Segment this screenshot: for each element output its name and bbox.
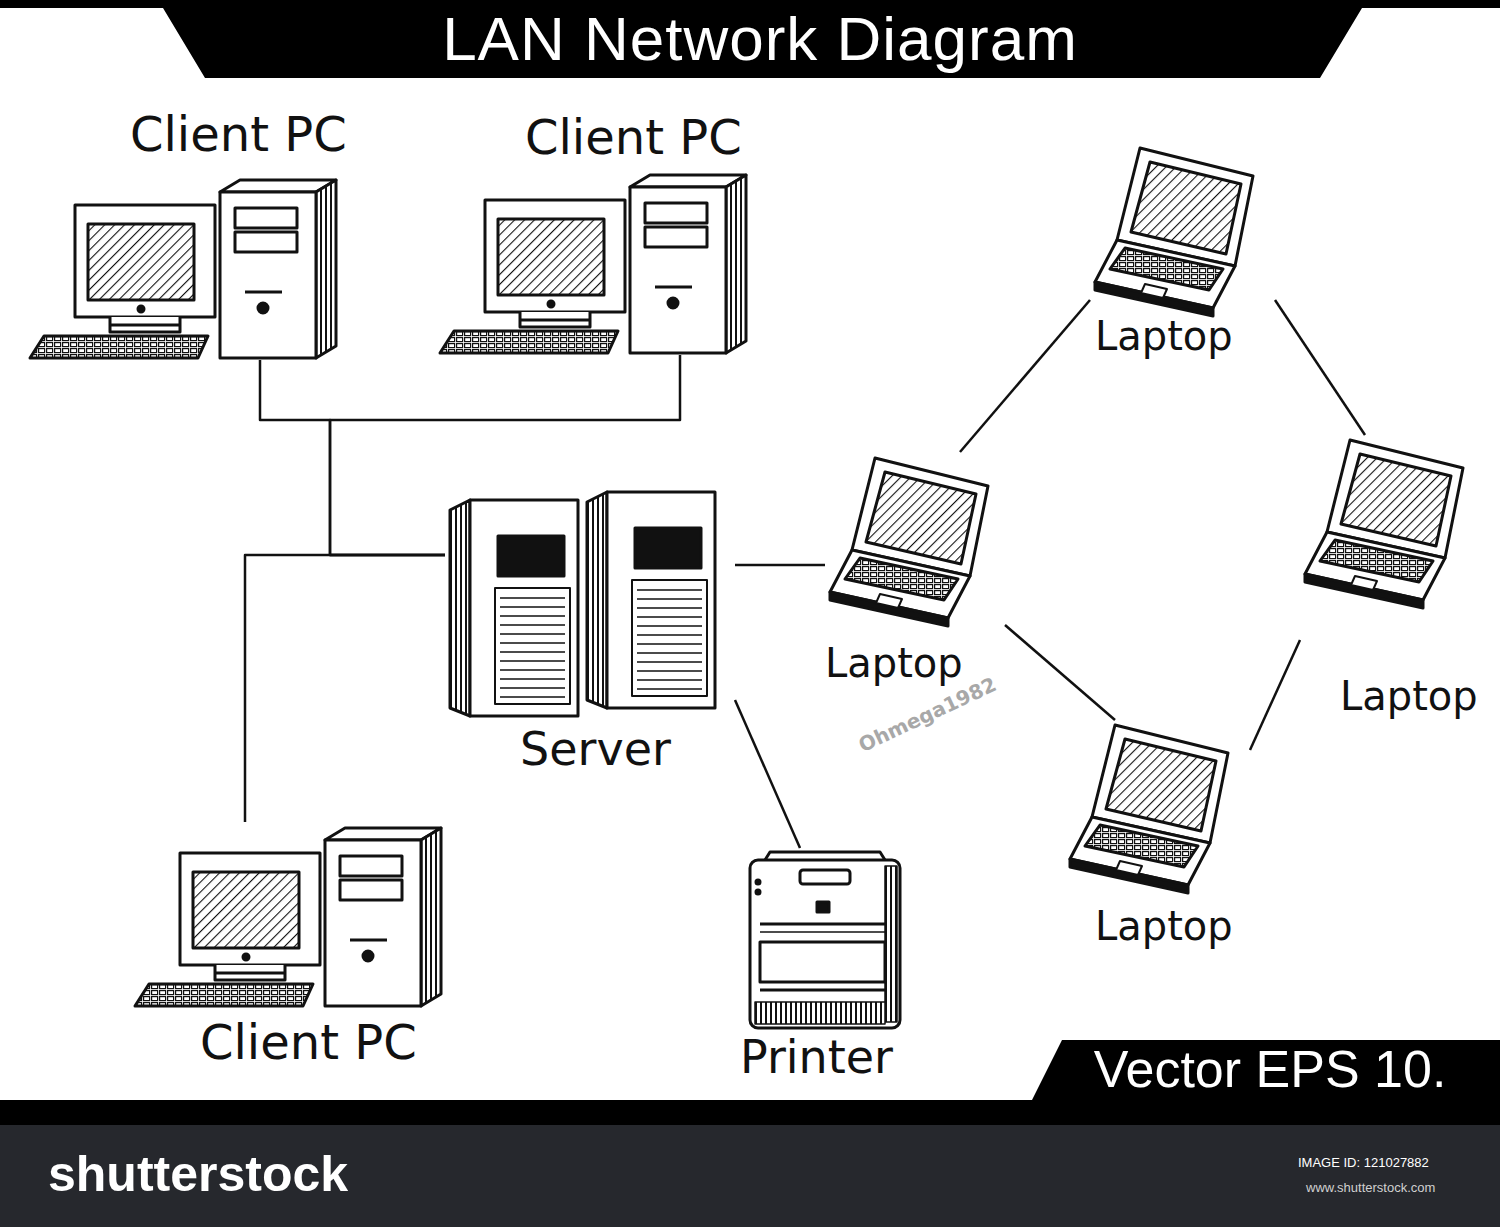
client-pc-node: Client PC bbox=[30, 105, 390, 360]
format-banner bbox=[1032, 1040, 1500, 1100]
laptop-icon bbox=[1070, 725, 1228, 893]
device-label: Laptop bbox=[1340, 673, 1478, 719]
network-cable bbox=[735, 564, 825, 567]
laptop-node: Laptop bbox=[1065, 720, 1250, 953]
title-banner bbox=[0, 0, 1500, 78]
bottom-band bbox=[0, 1100, 1500, 1125]
server-node: Server bbox=[445, 485, 735, 785]
laptop-icon bbox=[830, 458, 988, 626]
image-id-slot: IMAGE ID: 121027882 bbox=[1298, 1156, 1488, 1176]
title-slot: LAN Network Diagram bbox=[205, 0, 1315, 78]
image-id: IMAGE ID: 121027882 bbox=[1298, 1156, 1429, 1171]
desktop-pc-icon bbox=[135, 828, 441, 1006]
network-cable bbox=[245, 555, 445, 822]
network-cable bbox=[960, 300, 1090, 452]
network-cable bbox=[330, 355, 680, 555]
network-cable bbox=[735, 700, 800, 848]
client-pc-node: Client PC bbox=[440, 108, 785, 355]
device-label: Laptop bbox=[1095, 903, 1233, 949]
laptop-icon bbox=[1305, 440, 1463, 608]
brand-logo-slot: shutterstock bbox=[48, 1146, 468, 1212]
format-note-slot: Vector EPS 10. bbox=[1040, 1040, 1500, 1100]
device-label: Laptop bbox=[1095, 313, 1233, 359]
desktop-pc-icon bbox=[440, 175, 746, 353]
network-cable bbox=[1250, 640, 1300, 750]
network-cable bbox=[1005, 625, 1115, 720]
watermark-slot: Ohmega1982 bbox=[860, 735, 1020, 775]
device-label: Client PC bbox=[525, 110, 742, 165]
server-tower-icon bbox=[587, 492, 715, 708]
stock-bar bbox=[0, 1125, 1500, 1227]
laptop-node: Laptop bbox=[825, 452, 1005, 692]
network-cable bbox=[1275, 300, 1365, 435]
laptop-icon bbox=[1095, 148, 1253, 316]
server-tower-icon bbox=[450, 500, 578, 716]
client-pc-node: Client PC bbox=[135, 822, 505, 1080]
format-note: Vector EPS 10. bbox=[1094, 1040, 1447, 1100]
laptop-node: Laptop bbox=[1300, 435, 1490, 723]
laptop-node: Laptop bbox=[1090, 145, 1275, 367]
device-label: Printer bbox=[740, 1031, 893, 1084]
title: LAN Network Diagram bbox=[442, 3, 1078, 74]
device-label: Client PC bbox=[130, 107, 347, 162]
network-cable bbox=[260, 360, 445, 555]
desktop-pc-icon bbox=[30, 180, 336, 358]
device-label: Server bbox=[520, 723, 671, 776]
device-label: Client PC bbox=[200, 1015, 417, 1070]
device-label: Laptop bbox=[825, 640, 963, 686]
printer-icon bbox=[750, 852, 900, 1028]
brand-logo: shutterstock bbox=[48, 1146, 348, 1204]
printer-node: Printer bbox=[740, 848, 940, 1088]
stock-url-slot: www.shutterstock.com bbox=[1306, 1181, 1496, 1201]
stock-url: www.shutterstock.com bbox=[1306, 1181, 1435, 1196]
